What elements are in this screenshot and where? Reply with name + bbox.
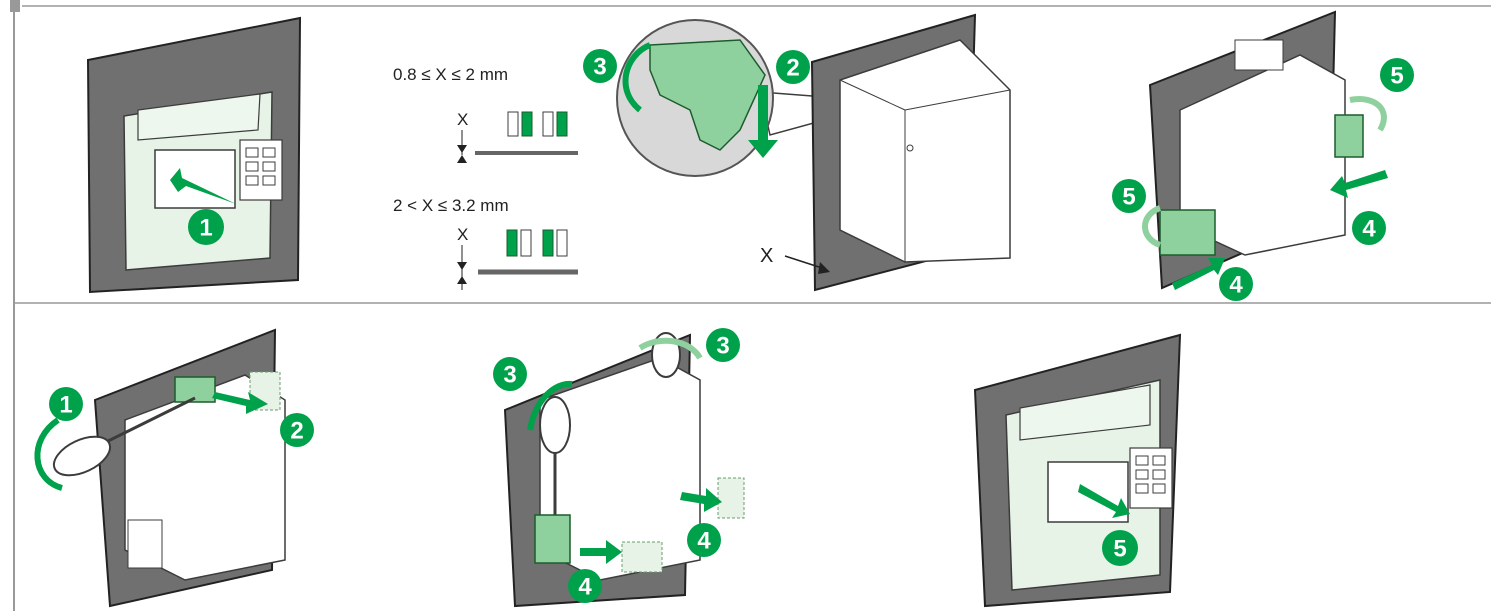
meter-bezel bbox=[137, 93, 261, 141]
step-badge-2 bbox=[776, 50, 810, 84]
device-body bbox=[124, 374, 286, 581]
step-badge-2 bbox=[280, 413, 314, 447]
clip-open-b bbox=[520, 229, 532, 257]
step-badge-4b bbox=[687, 523, 721, 557]
step-number-3b: 3 bbox=[716, 333, 729, 360]
meter-bezel bbox=[1019, 384, 1151, 441]
pull-arrow-right bbox=[680, 488, 722, 512]
clamp-right bbox=[1334, 114, 1364, 158]
step-badge-5 bbox=[1102, 530, 1138, 566]
keypad-buttons bbox=[1135, 455, 1166, 494]
step-badge-1 bbox=[49, 387, 83, 421]
panel-remove-top-clamp: 1 2 bbox=[34, 328, 314, 608]
rotate-arrow-left bbox=[527, 380, 573, 431]
panel-clamp-insert: 5 5 4 4 bbox=[1112, 10, 1414, 301]
step-number-5b: 5 bbox=[1122, 184, 1135, 211]
device-side bbox=[839, 39, 1011, 263]
rotate-arrow-left bbox=[1142, 205, 1162, 248]
bottom-clamp bbox=[127, 519, 163, 569]
rotate-arrow-top bbox=[1349, 96, 1387, 132]
bottom-clamp bbox=[534, 514, 571, 564]
down-arrow-right bbox=[748, 85, 778, 158]
step-number-2: 2 bbox=[786, 55, 799, 82]
dim-arrow-a2 bbox=[457, 155, 467, 163]
push-arrow-right bbox=[1330, 170, 1388, 198]
panel-remove-meter: 5 bbox=[973, 333, 1182, 608]
device-top-edge2 bbox=[904, 89, 1011, 111]
clip-closed-a bbox=[521, 111, 533, 137]
x-thickness-label: X bbox=[760, 245, 773, 267]
clip-detail-green bbox=[649, 39, 766, 151]
panel-remove-bottom-clamps: 3 3 4 4 bbox=[493, 328, 745, 608]
clip-closed-b bbox=[506, 229, 518, 257]
step-badge-3b bbox=[706, 328, 740, 362]
step-number-5a: 5 bbox=[1390, 63, 1403, 90]
dim-arrow-a bbox=[457, 145, 467, 153]
step-number-1: 1 bbox=[199, 215, 212, 242]
screwdriver-left-handle bbox=[539, 396, 571, 454]
step-badge-1 bbox=[188, 209, 224, 245]
device-top-edge bbox=[839, 79, 906, 111]
pull-arrow bbox=[1078, 484, 1130, 518]
step-badge-4a bbox=[568, 569, 602, 603]
step-number-2: 2 bbox=[290, 418, 303, 445]
x-pointer bbox=[784, 255, 823, 269]
step-number-4a: 4 bbox=[578, 574, 592, 601]
corner-marker bbox=[10, 0, 20, 12]
rotate-arrow bbox=[34, 417, 64, 491]
push-arrow-left bbox=[1172, 258, 1225, 290]
removed-clamp-ghost-2 bbox=[717, 477, 745, 519]
step-badge-3a bbox=[493, 357, 527, 391]
step-number-3: 3 bbox=[593, 54, 606, 81]
screw-hole bbox=[906, 144, 914, 152]
step-number-3a: 3 bbox=[503, 362, 516, 389]
keypad-buttons bbox=[245, 147, 276, 186]
step-number-4b: 4 bbox=[1229, 272, 1243, 299]
dim-arrow-b bbox=[457, 262, 467, 270]
thickness-case-a: 0.8 ≤ X ≤ 2 mm bbox=[393, 65, 508, 84]
panel-insert-meter: 1 bbox=[86, 16, 302, 294]
panel-rear-mount: X bbox=[760, 13, 1011, 292]
step-number-4b: 4 bbox=[697, 528, 711, 555]
step-badge-3 bbox=[583, 49, 617, 83]
step-badge-5a bbox=[1380, 58, 1414, 92]
insert-arrow bbox=[170, 168, 236, 204]
thickness-case-b: 2 < X ≤ 3.2 mm bbox=[393, 196, 509, 215]
step-number-5: 5 bbox=[1113, 536, 1126, 563]
step-number-1: 1 bbox=[59, 392, 72, 419]
clip-closed-a2 bbox=[556, 111, 568, 137]
removed-clamp-ghost bbox=[621, 541, 663, 573]
clip-closed-b2 bbox=[542, 229, 554, 257]
panel-clip-detail: 0.8 ≤ X ≤ 2 mm X 2 < X ≤ 3.2 mm X 3 2 bbox=[393, 19, 891, 290]
x-label-b: X bbox=[457, 225, 468, 244]
pull-arrow bbox=[212, 392, 268, 414]
step-badge-4b bbox=[1219, 267, 1253, 301]
top-terminal bbox=[1234, 39, 1284, 71]
pull-arrow-bottom bbox=[580, 540, 622, 564]
x-pointer-head bbox=[818, 262, 830, 274]
screwdriver-shaft bbox=[99, 396, 196, 447]
clip-open-b2 bbox=[556, 229, 568, 257]
step-number-4a: 4 bbox=[1362, 216, 1376, 243]
dim-arrow-b2 bbox=[457, 276, 467, 284]
top-clamp bbox=[174, 376, 216, 403]
screwdriver-handle bbox=[52, 435, 112, 477]
clamp-left bbox=[1159, 209, 1216, 256]
step-badge-4a bbox=[1352, 211, 1386, 245]
rotate-arrow-right bbox=[638, 337, 703, 360]
x-label-a: X bbox=[457, 110, 468, 129]
rotate-arrow-left bbox=[622, 42, 652, 113]
clip-open-a bbox=[507, 111, 519, 137]
clip-open-a2 bbox=[542, 111, 554, 137]
step-badge-5b bbox=[1112, 179, 1146, 213]
